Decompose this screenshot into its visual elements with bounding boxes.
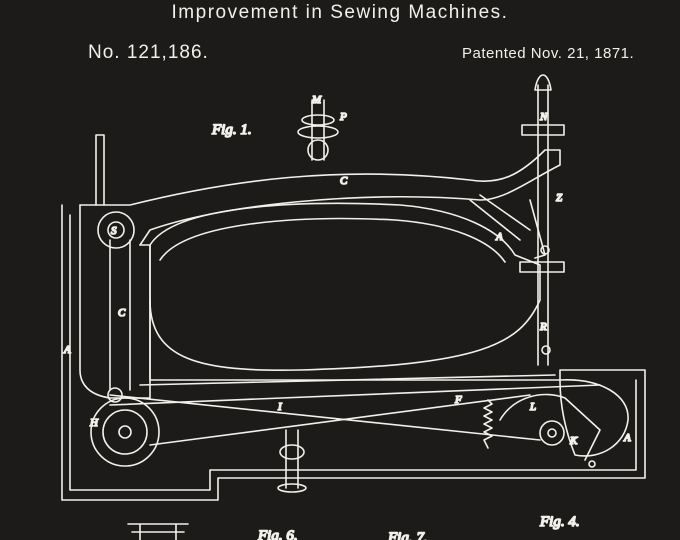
fig7-caption: Fig. 7. (387, 530, 428, 540)
tension-spring (483, 399, 493, 449)
patent-number: No. 121,186. (88, 42, 209, 63)
label-h: H (89, 417, 99, 429)
machine-arm (79, 149, 561, 246)
shuttle-wheel-hub (547, 428, 557, 438)
label-k: K (569, 435, 578, 447)
tension-gear-2 (297, 125, 339, 139)
label-s: S (111, 225, 117, 237)
drive-rod-c (139, 374, 556, 386)
crank-knob (107, 387, 123, 403)
center-gear-foot (277, 483, 307, 493)
label-i: I (277, 401, 283, 413)
shuttle-arm (499, 393, 601, 461)
label-f: F (454, 394, 462, 406)
needle-collar-top (521, 124, 565, 136)
foot-pin (588, 460, 596, 468)
center-gear (279, 444, 305, 460)
drive-wheel-inner (102, 409, 148, 455)
label-n: N (539, 111, 548, 123)
tension-disc (307, 139, 329, 161)
drive-wheel-hub (118, 425, 132, 439)
tension-post (311, 99, 325, 161)
label-p: P (339, 111, 347, 123)
label-a-arm: A (495, 231, 503, 243)
arm-brace (469, 194, 531, 241)
shuttle-wheel (539, 420, 565, 446)
label-a-right: A (623, 432, 631, 444)
fig4-caption: Fig. 4. (539, 514, 580, 530)
patent-date: Patented Nov. 21, 1871. (462, 45, 635, 62)
needle-link-pin (540, 245, 550, 255)
label-r: R (539, 321, 547, 333)
needle-link (529, 199, 546, 259)
needle-bar-cap (534, 74, 552, 91)
presser-foot (541, 345, 551, 355)
drive-wheel (90, 397, 160, 467)
label-z: Z (556, 192, 563, 204)
drive-rod-b (109, 384, 601, 406)
arm-inner-curve (149, 202, 541, 372)
shuttle-race (559, 379, 629, 457)
fig1-caption: Fig. 1. (211, 122, 252, 138)
arm-inner-curve-2 (159, 217, 506, 263)
fig6-part (127, 523, 189, 540)
center-gear-post (285, 429, 299, 489)
drive-rod-d (149, 394, 531, 446)
label-m: M (311, 94, 322, 106)
patent-title: Improvement in Sewing Machines. (171, 2, 509, 23)
fig6-caption: Fig. 6. (257, 528, 298, 540)
label-a-left: A (63, 344, 71, 356)
label-l: L (529, 401, 536, 413)
upper-pulley (97, 211, 135, 249)
tension-gear (301, 114, 335, 126)
left-column-side (109, 239, 131, 391)
needle-collar-mid (519, 261, 565, 273)
label-c-top: C (340, 175, 348, 187)
upper-pulley-hub (107, 221, 125, 239)
spool-post (95, 134, 105, 206)
label-c-left: C (118, 307, 126, 319)
base-inner-line (69, 214, 637, 491)
needle-bar (537, 84, 549, 366)
left-column (79, 204, 151, 399)
